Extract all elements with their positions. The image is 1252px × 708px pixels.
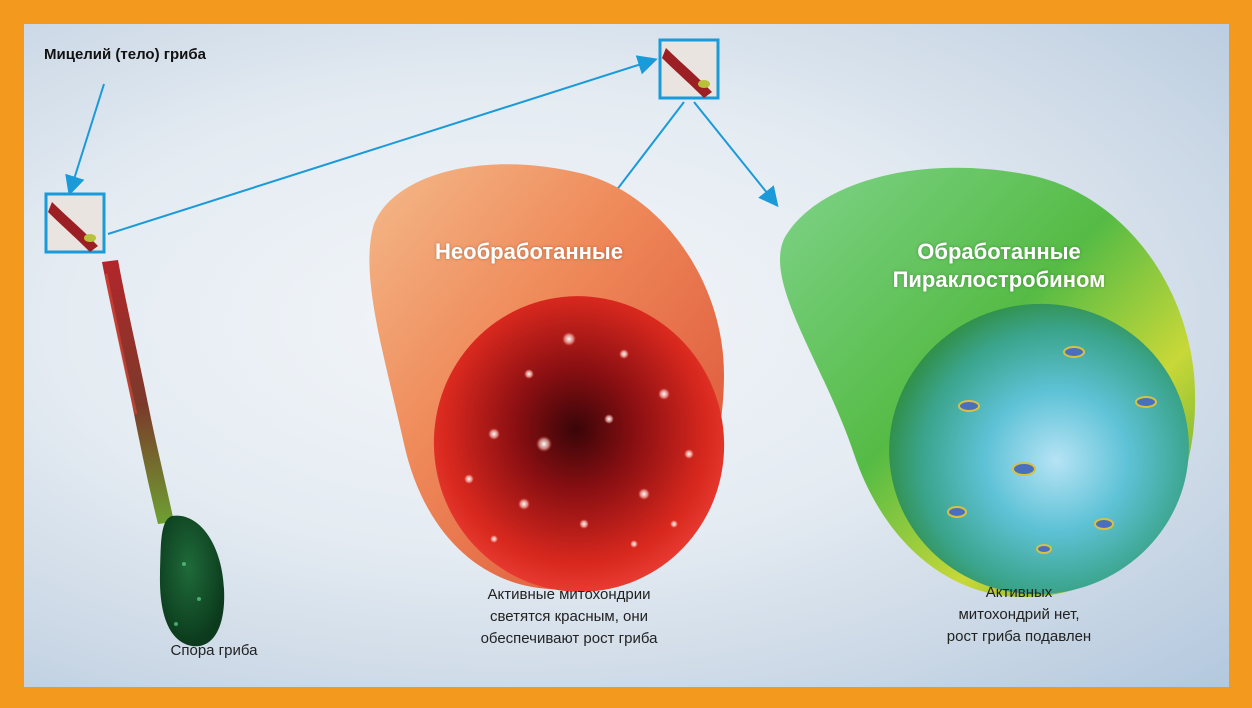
treated-title: Обработанные Пираклостробином [844, 238, 1154, 294]
treated-caption: Активных митохондрий нет, рост гриба под… [904, 582, 1134, 648]
arrow-label-to-inset [70, 84, 104, 192]
caption-line: рост гриба подавлен [904, 626, 1134, 648]
diagram-panel: Мицелий (тело) гриба Спора гриба Необраб… [24, 24, 1229, 687]
untreated-cell-cylinder [369, 164, 751, 619]
fungal-hypha [102, 260, 174, 524]
untreated-caption: Активные митохондрии светятся красным, о… [419, 584, 719, 650]
caption-line: светятся красным, они [419, 606, 719, 628]
untreated-title: Необработанные [384, 238, 674, 266]
treated-cell-cylinder [780, 168, 1212, 618]
mycelium-label: Мицелий (тело) гриба [44, 44, 206, 66]
hypha-inset-small [46, 194, 104, 252]
caption-line: обеспечивают рост гриба [419, 628, 719, 650]
treated-title-line: Пираклостробином [844, 266, 1154, 294]
treated-title-line: Обработанные [844, 238, 1154, 266]
spore-label: Спора гриба [124, 640, 304, 662]
fungal-spore [160, 516, 224, 647]
caption-line: Активных [904, 582, 1134, 604]
arrow-to-treated [694, 102, 776, 204]
hypha-inset-large [660, 40, 718, 98]
caption-line: Активные митохондрии [419, 584, 719, 606]
caption-line: митохондрий нет, [904, 604, 1134, 626]
